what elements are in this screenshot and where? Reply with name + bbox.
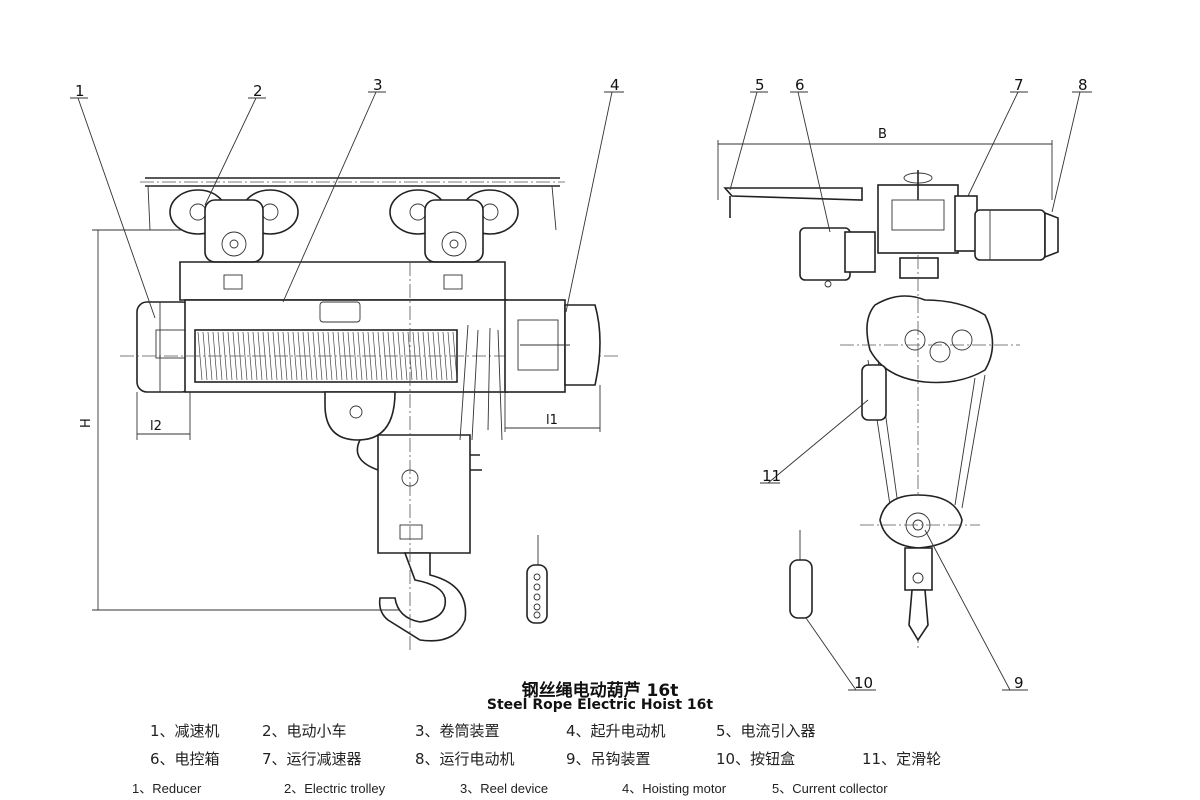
- travel-gear: [877, 170, 978, 254]
- legend-cn-row-2: 6、电控箱 7、运行减速器 8、运行电动机 9、吊钩装置 10、按钮盒 11、定…: [0, 748, 1200, 770]
- legend-item: 9、吊钩装置: [566, 750, 651, 768]
- title-english: Steel Rope Electric Hoist 16t: [486, 697, 714, 713]
- side-leaders: [729, 91, 1092, 691]
- legend-item: 3、卷筒装置: [415, 722, 500, 740]
- dimension-h: H: [79, 229, 400, 611]
- legend-item: 7、运行减速器: [262, 750, 362, 768]
- legend-item: 5、电流引入器: [716, 722, 816, 740]
- legend-item: 2、电动小车: [262, 722, 347, 740]
- drum-rope-line: [352, 331, 358, 381]
- trolley-wheels: [169, 189, 519, 263]
- callout-2: 2: [253, 82, 263, 100]
- callout-11: 11: [762, 467, 781, 485]
- legend-item: 4、起升电动机: [566, 722, 666, 740]
- legend-item: 4、Hoisting motor: [622, 781, 727, 796]
- legend-item: 1、减速机: [150, 722, 220, 740]
- drum-rope-line: [357, 331, 363, 381]
- legend-en-row: 1、Reducer 2、Electric trolley 3、Reel devi…: [0, 778, 1200, 800]
- hook-block: [324, 262, 482, 650]
- reel-device: [120, 299, 620, 393]
- dim-h-label: H: [79, 418, 94, 428]
- legend-item: 10、按钮盒: [716, 750, 796, 768]
- legend-item: 5、Current collector: [772, 781, 888, 796]
- dim-l1-label: l1: [546, 413, 558, 428]
- side-view: B: [717, 91, 1092, 691]
- front-view: H l2 l1: [70, 91, 624, 650]
- dim-b-label: B: [878, 127, 887, 142]
- callout-9: 9: [1014, 674, 1024, 692]
- legend-item: 6、电控箱: [150, 750, 220, 768]
- legend-item: 1、Reducer: [132, 781, 202, 796]
- callout-10: 10: [854, 674, 873, 692]
- callout-1: 1: [75, 82, 85, 100]
- drum-rope-line: [242, 331, 248, 381]
- front-leaders: [70, 91, 624, 319]
- side-hook: [860, 494, 980, 642]
- drum-rope-line: [292, 331, 298, 381]
- dimension-l1: l1: [504, 385, 601, 432]
- drum-rope-line: [247, 331, 253, 381]
- title-chinese: 钢丝绳电动葫芦 16t: [521, 681, 679, 701]
- callout-4: 4: [610, 76, 620, 94]
- callout-6: 6: [795, 76, 805, 94]
- callout-numbers: 1 2 3 4 5 6 7 8 9 10 11: [75, 76, 1088, 692]
- legend-cn-row-1: 1、减速机 2、电动小车 3、卷筒装置 4、起升电动机 5、电流引入器: [0, 720, 1200, 742]
- drum-rope-line: [287, 331, 293, 381]
- dimension-l2: l2: [136, 392, 191, 440]
- hoisting-motor: [504, 299, 601, 393]
- drum-rope-line: [402, 331, 408, 381]
- callout-5: 5: [755, 76, 765, 94]
- drum-rope-line: [397, 331, 403, 381]
- legend-item: 3、Reel device: [460, 781, 549, 796]
- dim-l2-label: l2: [150, 419, 162, 434]
- dimension-b: B: [717, 127, 1053, 200]
- control-box: [799, 227, 876, 288]
- travel-motor: [974, 209, 1059, 261]
- callout-7: 7: [1014, 76, 1024, 94]
- sheave-block: [840, 255, 1020, 650]
- legend-item: 8、运行电动机: [415, 750, 515, 768]
- legend-item: 2、Electric trolley: [284, 781, 386, 796]
- fixed-pulley: [861, 364, 887, 421]
- legend-item: 11、定滑轮: [862, 750, 942, 768]
- callout-3: 3: [373, 76, 383, 94]
- current-collector: [723, 187, 863, 218]
- callout-8: 8: [1078, 76, 1088, 94]
- trolley-frame: [179, 261, 506, 301]
- button-box-side: [789, 530, 813, 619]
- button-box-front: [526, 535, 548, 624]
